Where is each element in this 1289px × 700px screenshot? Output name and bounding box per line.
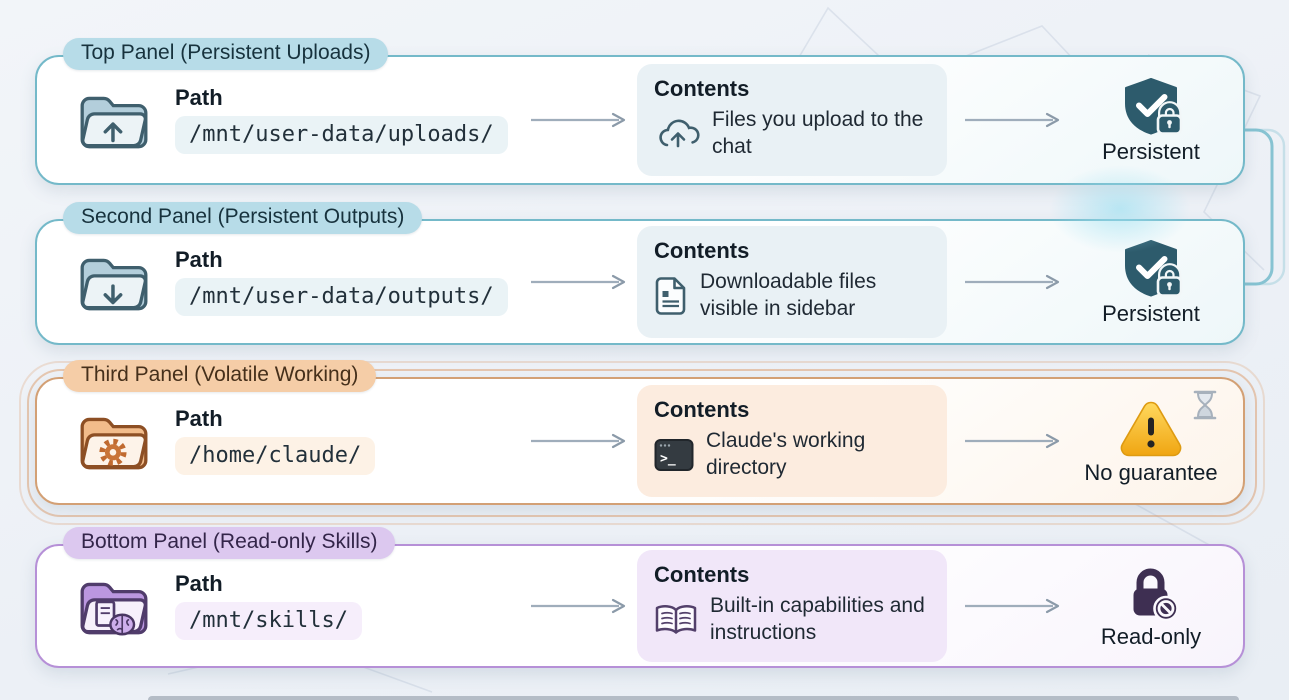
- path-label: Path: [175, 247, 223, 273]
- panel-label: Bottom Panel (Read-only Skills): [63, 527, 396, 559]
- contents-card: Contents Downloadable files visible in s…: [637, 226, 947, 338]
- path-label: Path: [175, 85, 223, 111]
- shield-check-lock-icon: [1118, 76, 1184, 136]
- hourglass-icon: [1191, 387, 1219, 423]
- contents-text: Built-in capabilities and instructions: [710, 594, 925, 645]
- status-badge: Persistent: [1102, 238, 1200, 327]
- svg-text:>_: >_: [660, 452, 676, 467]
- arrow-right-icon: [963, 111, 1067, 129]
- panel-third-volatile: Third Panel (Volatile Working): [35, 360, 1245, 505]
- status-label: Persistent: [1102, 300, 1200, 326]
- folder-gear-icon: [75, 408, 153, 474]
- contents-card: Contents Files you upload to the chat: [637, 64, 947, 176]
- contents-label: Contents: [654, 397, 750, 423]
- arrow-right-icon: [963, 597, 1067, 615]
- path-label: Path: [175, 571, 223, 597]
- status-badge: Persistent: [1102, 76, 1200, 165]
- contents-card: Contents >_ Claude's working directory: [637, 385, 947, 497]
- panel-label: Third Panel (Volatile Working): [63, 360, 377, 392]
- panel-second-outputs: Second Panel (Persistent Outputs) Path /…: [35, 202, 1245, 345]
- path-value: /mnt/user-data/outputs/: [175, 277, 508, 316]
- contents-card: Contents Built-in capabilities and instr…: [637, 550, 947, 662]
- terminal-icon: >_: [654, 438, 694, 472]
- arrow-right-icon: [529, 273, 633, 291]
- shield-check-lock-icon: [1118, 238, 1184, 298]
- status-label: Read-only: [1100, 623, 1202, 649]
- arrow-right-icon: [529, 111, 633, 129]
- bottom-edge-bar: [148, 696, 1239, 700]
- document-icon: [654, 275, 688, 317]
- lock-prohibited-icon: [1121, 563, 1181, 621]
- contents-text: Files you upload to the chat: [712, 108, 924, 159]
- contents-text: Claude's working directory: [706, 429, 866, 480]
- arrow-right-icon: [963, 273, 1067, 291]
- path-value: /mnt/skills/: [175, 601, 362, 640]
- arrow-right-icon: [529, 597, 633, 615]
- path-value: /home/claude/: [175, 436, 376, 475]
- panel-top-uploads: Top Panel (Persistent Uploads) Path /mnt…: [35, 38, 1245, 185]
- arrow-right-icon: [529, 432, 633, 450]
- status-label: Persistent: [1102, 138, 1200, 164]
- status-label: No guarantee: [1084, 459, 1218, 485]
- panel-bottom-skills: Bottom Panel (Read-only Skills) Path: [35, 527, 1245, 668]
- open-book-icon: [654, 603, 698, 637]
- path-label: Path: [175, 406, 223, 432]
- panel-label: Top Panel (Persistent Uploads): [63, 38, 389, 70]
- contents-label: Contents: [654, 76, 750, 102]
- cloud-upload-icon: [654, 117, 700, 151]
- folder-upload-icon: [75, 87, 153, 153]
- panel-label: Second Panel (Persistent Outputs): [63, 202, 423, 234]
- path-value: /mnt/user-data/uploads/: [175, 115, 508, 154]
- contents-text: Downloadable files visible in sidebar: [700, 270, 877, 321]
- arrow-right-icon: [963, 432, 1067, 450]
- contents-label: Contents: [654, 562, 750, 588]
- folder-book-brain-icon: [75, 573, 153, 639]
- contents-label: Contents: [654, 238, 750, 264]
- status-badge: No guarantee: [1084, 397, 1218, 486]
- folder-download-icon: [75, 249, 153, 315]
- status-badge: Read-only: [1101, 563, 1201, 650]
- warning-triangle-icon: [1117, 397, 1185, 457]
